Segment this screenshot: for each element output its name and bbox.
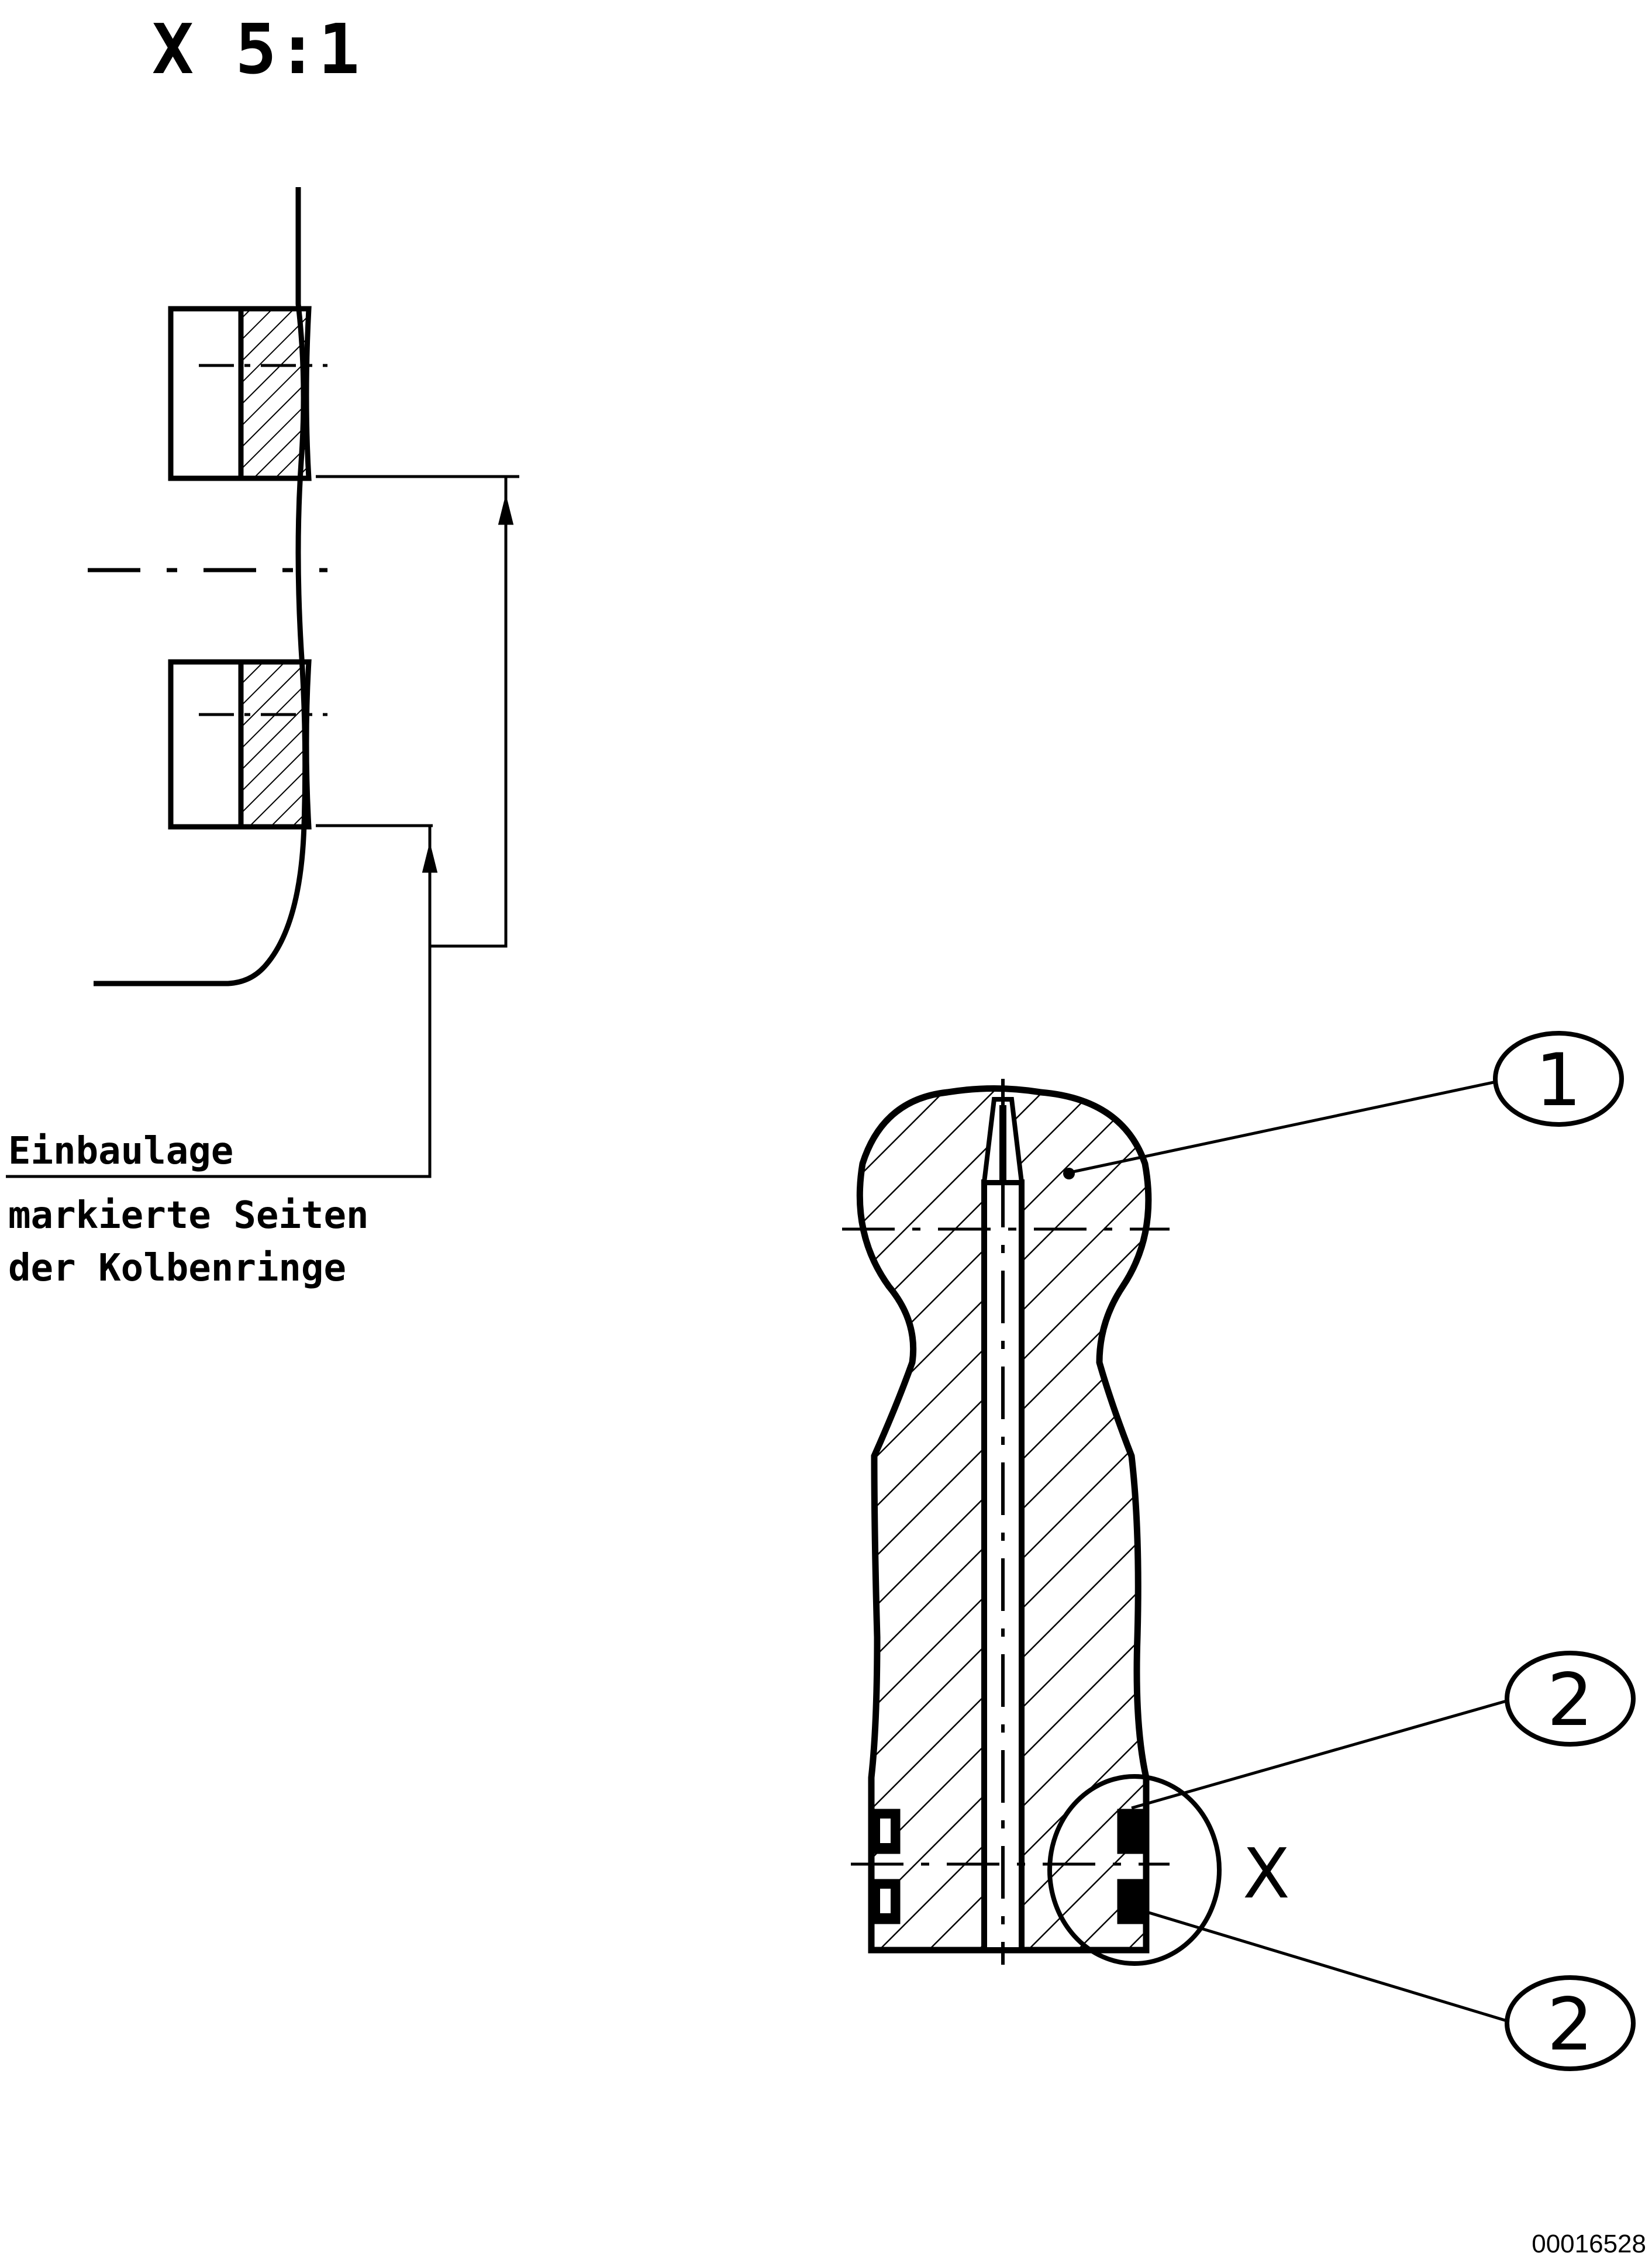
callout-2-upper: 2 — [1505, 1651, 1636, 1747]
detail-marker-x: X — [1243, 1833, 1290, 1914]
ring-grooves — [868, 1809, 1149, 1924]
piston-ring-upper — [168, 306, 327, 481]
piston-ring-lower — [168, 659, 327, 830]
main-section-view: X 1 2 2 — [842, 1031, 1636, 2071]
callout-2-upper-number: 2 — [1547, 1658, 1594, 1743]
callout-2-lower-number: 2 — [1547, 1983, 1594, 2067]
installation-note-line2: markierte Seiten — [8, 1194, 369, 1237]
callout-1: 1 — [1493, 1031, 1624, 1127]
document-id: 00016528 — [1532, 2230, 1646, 2258]
detail-title: X 5:1 — [152, 9, 360, 89]
installation-note-line3: der Kolbenringe — [8, 1247, 346, 1290]
callout-1-number: 1 — [1536, 1038, 1582, 1123]
detail-leader-lines — [6, 475, 519, 1178]
callout-2-lower: 2 — [1505, 1975, 1636, 2071]
callout-leaders — [1070, 1077, 1515, 2025]
detail-view: X 5:1 Einbaulage markierte Seiten — [6, 9, 519, 1290]
detail-circle-x — [1047, 1774, 1222, 1966]
installation-note-title: Einbaulage — [8, 1130, 233, 1173]
